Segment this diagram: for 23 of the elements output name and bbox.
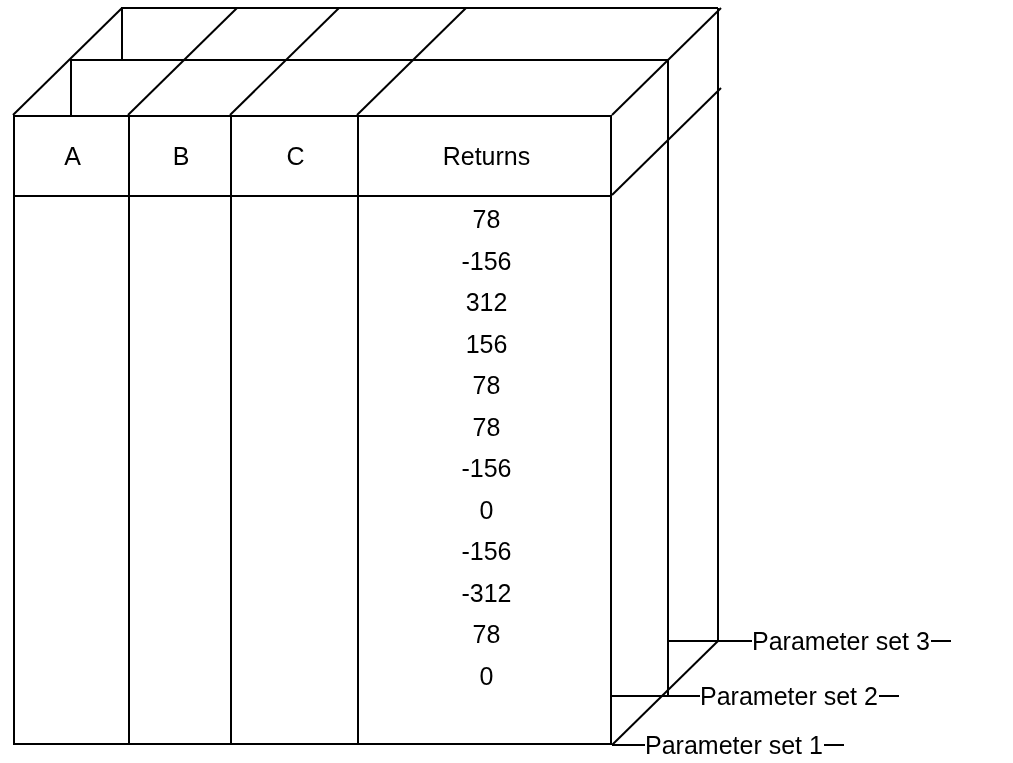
leader-line (667, 695, 701, 697)
return-value: 78 (472, 411, 501, 443)
return-value: 78 (472, 370, 501, 401)
return-value: -156 (461, 453, 512, 484)
return-value: -312 (461, 577, 512, 609)
data-table (13, 115, 612, 745)
layer-label: Parameter set 1 (645, 730, 823, 761)
leader-line (717, 640, 753, 642)
return-value: -156 (461, 536, 512, 567)
column-header: C (286, 143, 305, 169)
leader-line (611, 744, 646, 746)
return-value: 78 (472, 204, 501, 235)
return-value: -156 (461, 245, 512, 277)
return-value: 0 (479, 494, 494, 526)
layer-label: Parameter set 3 (752, 626, 930, 657)
column-header: Returns (442, 143, 531, 169)
layer-label: Parameter set 2 (700, 681, 878, 712)
return-value: 0 (479, 660, 494, 692)
column-header: A (64, 143, 81, 169)
return-value: 78 (472, 619, 501, 650)
column-header: B (172, 143, 190, 169)
return-value: 156 (465, 328, 508, 360)
return-value: 312 (465, 287, 508, 318)
